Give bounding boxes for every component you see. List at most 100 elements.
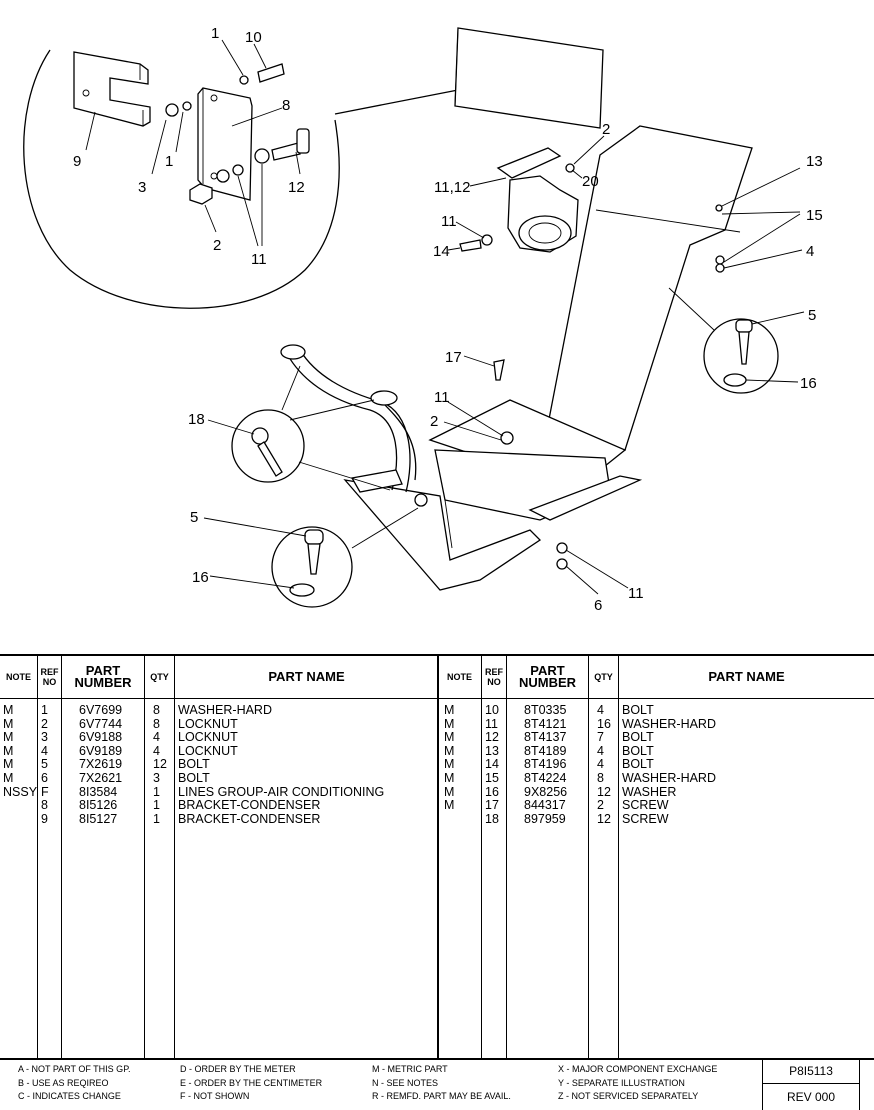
note-cells: M M M M M M NSSY [0,703,37,827]
table-cell: M [444,757,455,772]
qty-cells: 4 16 7 4 4 8 12 2 12 [589,703,618,826]
table-cell: 8T0335 [524,703,567,717]
bolt-washer-detail-right [668,287,779,394]
table-cell: BOLT [622,730,654,745]
main-hardware [493,204,725,570]
ref-no-cells: 10 11 12 13 14 15 16 17 18 [482,703,506,826]
screw-detail-left [231,365,391,491]
table-center-divider [437,656,439,1060]
drawing-number: P8I5113 [763,1060,859,1084]
drawing-info-box: P8I5113 REV 000 [762,1060,860,1110]
table-cell: 11 [485,716,498,731]
callout-label: 14 [433,243,450,260]
table-cell: 8T4196 [524,757,567,772]
callout-label: 12 [288,179,305,196]
table-cell: M [3,743,14,758]
table-cell: 9 [41,811,48,826]
note-cells: M M M M M M M M [438,703,481,826]
table-cell: 12 [597,784,611,799]
qty-header: QTY [145,656,174,699]
table-cell: 4 [597,743,604,758]
table-cell: 8 [153,716,160,731]
leader-lines [85,39,805,595]
ac-lines-group [280,344,428,507]
table-cell: LINES GROUP-AIR CONDITIONING [178,784,385,799]
table-cell: 1 [153,798,160,813]
legend-column-2: D - ORDER BY THE METER E - ORDER BY THE … [180,1063,322,1104]
table-cell: SCREW [622,811,669,826]
callout-label: 9 [73,153,81,170]
callout-label: 11 [441,213,457,230]
qty-column: QTY 8 8 4 4 12 3 1 1 1 [145,656,175,1060]
ref-no-header: REF NO [482,656,506,699]
table-cell: 4 [597,757,604,772]
callout-label: 16 [800,375,817,392]
callout-label: 18 [188,411,205,428]
table-cell [0,813,37,827]
callout-label: 8 [282,97,290,114]
legend-item: C - INDICATES CHANGE [18,1091,121,1101]
legend-item: Z - NOT SERVICED SEPARATELY [558,1091,699,1101]
table-cell: 7 [597,730,604,745]
part-name-header: PART NAME [619,656,874,699]
bracket-condenser-8 [197,87,253,201]
table-cell: 6V9188 [79,730,123,745]
condenser-panel [454,27,604,129]
table-cell: 1 [153,784,160,799]
table-cell: 3 [41,730,48,745]
part-name-header: PART NAME [175,656,438,699]
table-cell: 897959 [524,811,566,826]
table-cell: 12 [153,757,167,772]
legend-item: D - ORDER BY THE METER [180,1064,296,1074]
table-cell: 8I5126 [79,798,118,813]
table-cell: 8T4189 [524,743,567,758]
table-cell: M [3,770,14,785]
ref-no-cells: 1 2 3 4 5 6 F 8 9 [38,703,61,826]
legend-item: R - REMFD. PART MAY BE AVAIL. [372,1091,511,1101]
legend-column-1: A - NOT PART OF THIS GP. B - USE AS REQI… [18,1063,131,1104]
table-cell: 1 [153,811,160,826]
note-column: NOTE M M M M M M NSSY [0,656,38,1060]
legend-item: X - MAJOR COMPONENT EXCHANGE [558,1064,718,1074]
parts-table-right: NOTE M M M M M M M M REF NO 10 11 12 13 … [438,656,874,1060]
part-number-cells: 8T0335 8T4121 8T4137 8T4189 8T4196 8T422… [507,703,588,826]
table-cell: 7X2621 [79,770,123,785]
table-cell: BOLT [178,757,210,772]
detail-hardware [165,63,310,205]
table-cell: 8 [597,770,604,785]
ref-no-column: REF NO 1 2 3 4 5 6 F 8 9 [38,656,62,1060]
callout-label: 10 [245,29,262,46]
legend-item: M - METRIC PART [372,1064,448,1074]
callout-label: 4 [806,243,814,260]
table-cell: BOLT [622,757,654,772]
table-cell: 17 [485,798,499,813]
table-cell: 6 [41,770,48,785]
parts-table: NOTE M M M M M M NSSY REF NO 1 2 3 4 5 6 [0,654,874,1060]
legend-item: A - NOT PART OF THIS GP. [18,1064,131,1074]
table-cell: M [444,703,455,717]
detail-view-circle [23,49,459,309]
table-cell: 10 [485,703,499,717]
table-cell: LOCKNUT [178,743,238,758]
table-cell: M [444,716,455,731]
table-cell: M [3,703,14,717]
table-cell: 6V9189 [79,743,123,758]
table-cell: 9X8256 [524,784,568,799]
table-cell: 14 [485,757,499,772]
table-cell: M [444,770,455,785]
table-cell: 8T4137 [524,730,567,745]
table-cell: M [3,730,14,745]
callout-label: 16 [192,569,209,586]
table-cell: WASHER-HARD [178,703,272,717]
callout-labels: 1 10 8 9 3 1 2 11 12 2 11,12 20 11 14 13… [73,25,823,614]
table-cell: M [444,798,455,813]
callout-label: 2 [213,237,221,254]
legend-item: F - NOT SHOWN [180,1091,250,1101]
table-cell: 3 [153,770,160,785]
table-cell: BOLT [622,703,654,717]
bracket-condenser-9 [73,51,151,127]
table-cell: 2 [41,716,48,731]
table-cell: 8 [153,703,160,717]
table-cell: 844317 [524,798,566,813]
table-cell: 15 [485,770,499,785]
